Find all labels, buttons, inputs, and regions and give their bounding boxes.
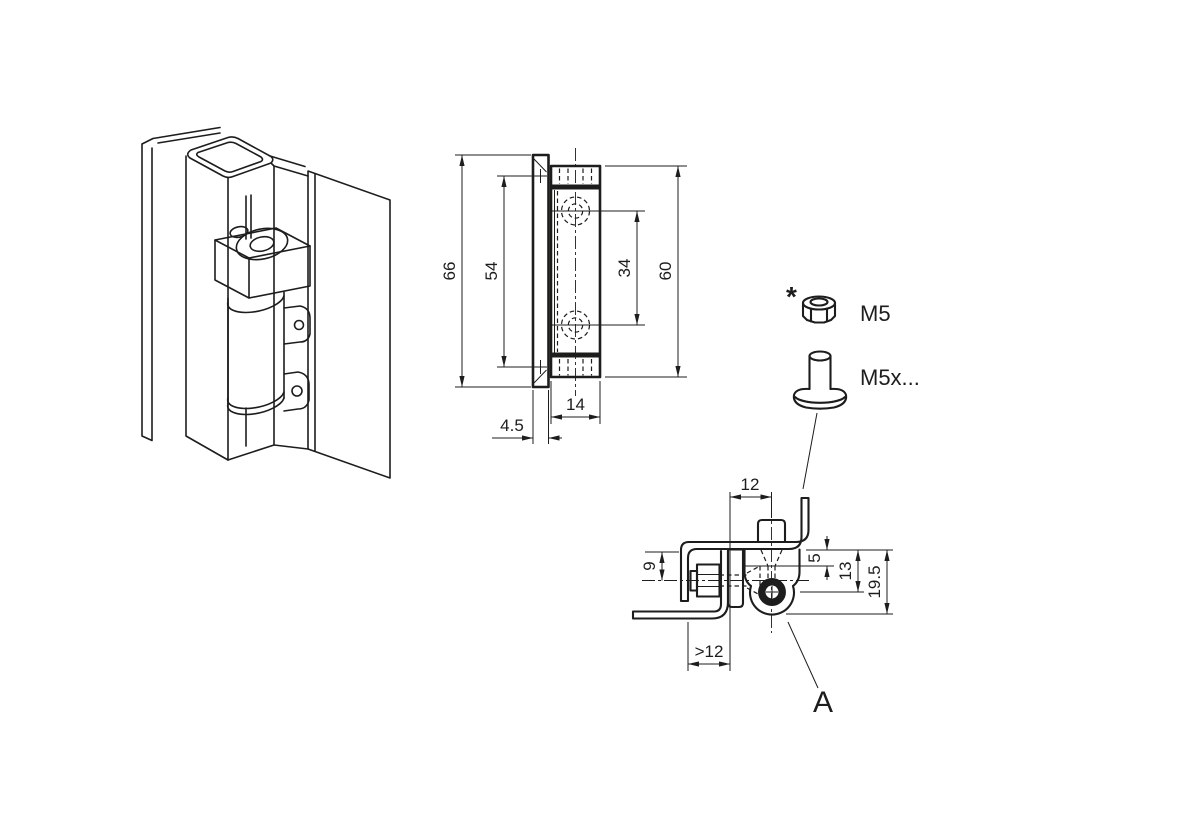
isometric-view <box>141 126 391 479</box>
dim-body-height: 60 <box>656 262 675 281</box>
dim-plate-hole-spacing: 54 <box>482 262 501 281</box>
detail-leader-line <box>787 621 819 689</box>
lock-nut-icon <box>801 295 837 324</box>
dim-step: 5 <box>805 553 824 562</box>
front-view: 66 54 34 60 14 4.5 <box>440 148 687 444</box>
screw-icon <box>792 350 848 410</box>
dim-body-hole-spacing: 34 <box>615 259 634 278</box>
dim-depth: 13 <box>836 562 855 581</box>
screw-size-label: M5x... <box>860 365 920 390</box>
dim-pivot-offset: 12 <box>741 475 760 494</box>
dim-plate-thickness: 4.5 <box>500 416 524 435</box>
footnote-asterisk: * <box>786 281 797 312</box>
dim-overall-height: 66 <box>440 262 459 281</box>
dim-min-clearance: >12 <box>695 642 724 661</box>
nut-size-label: M5 <box>860 301 891 326</box>
detail-label: A <box>813 686 833 719</box>
dim-total-depth: 19.5 <box>865 565 884 598</box>
hardware-legend: * M5 M5x... <box>786 281 920 490</box>
dim-body-width: 14 <box>566 395 585 414</box>
section-view: 12 9 5 13 19.5 >12 A <box>631 475 893 719</box>
dim-flange-to-axis: 9 <box>640 561 659 570</box>
screw-leader-line <box>802 412 818 490</box>
